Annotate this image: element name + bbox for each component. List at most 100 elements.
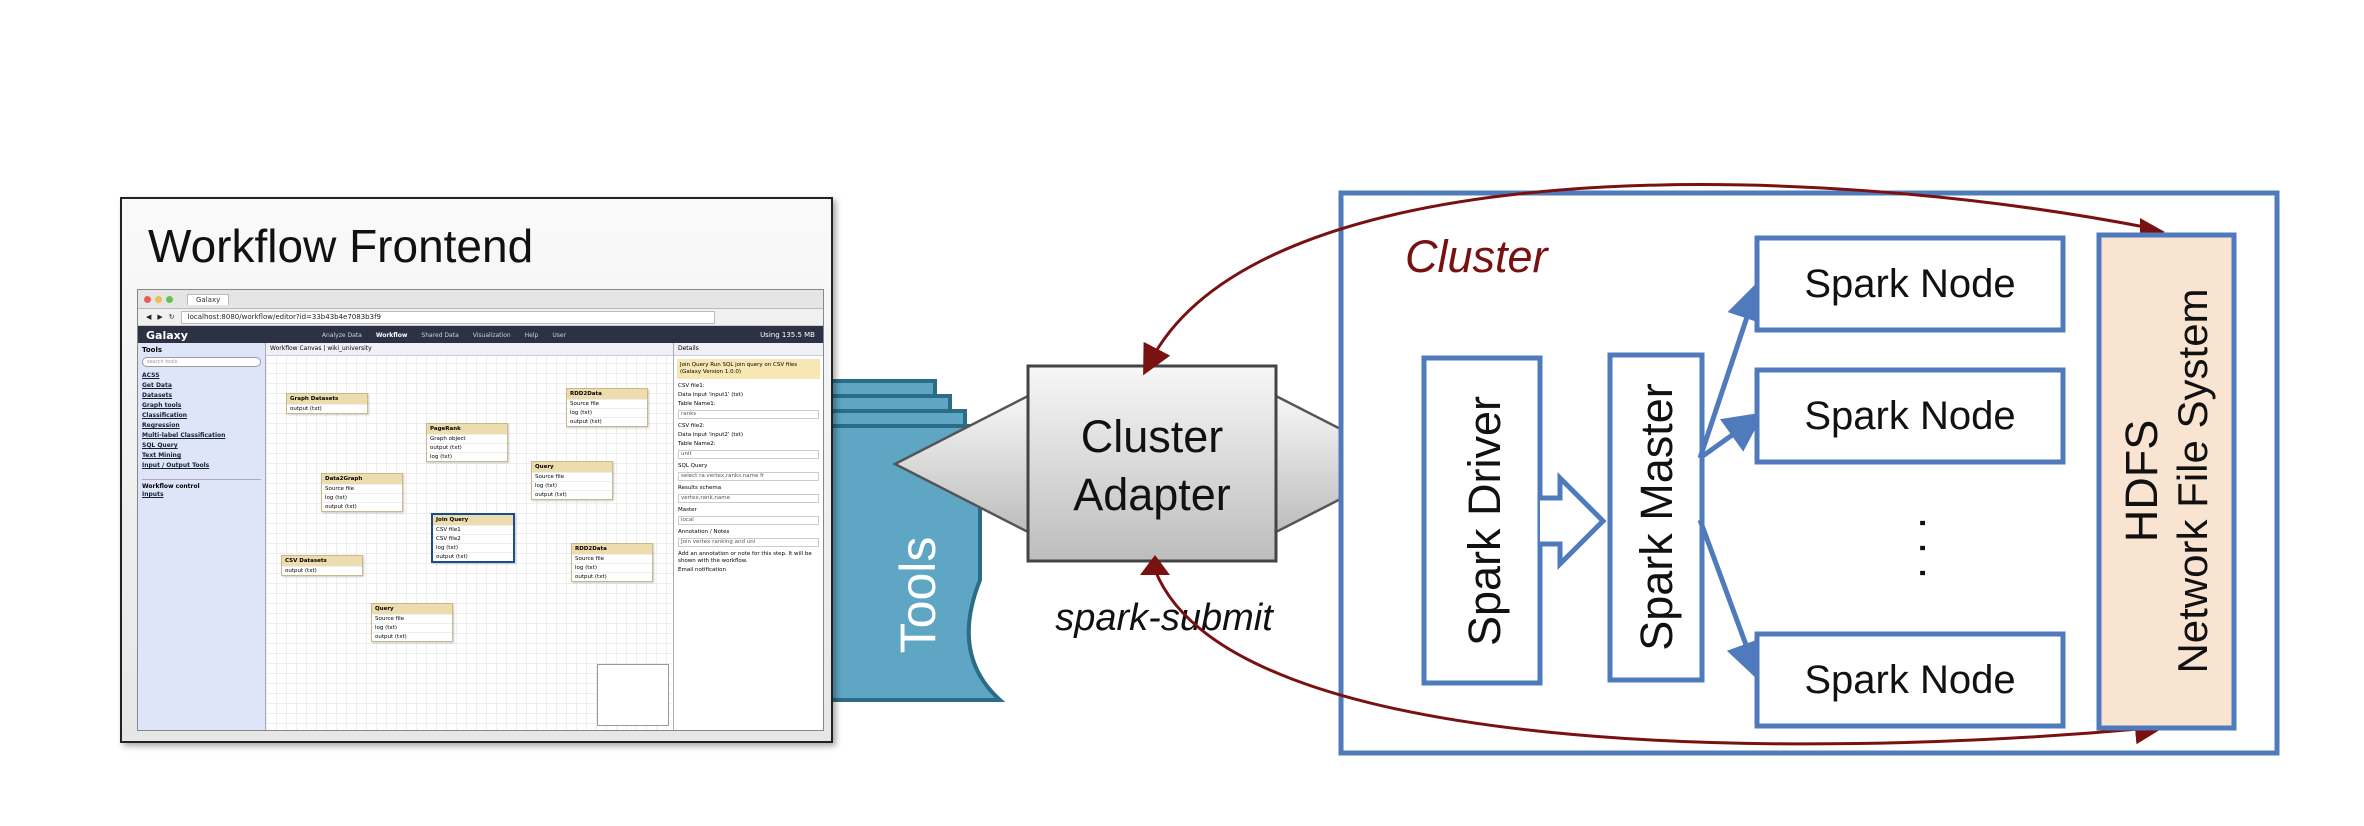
workflow-node[interactable]: Query Source file log (txt) output (txt) <box>531 461 613 500</box>
galaxy-logo[interactable]: Galaxy <box>146 328 188 342</box>
node-title: PageRank <box>427 424 507 434</box>
annotation-input[interactable]: Join vertex ranking and uni <box>678 538 819 547</box>
menu-workflow[interactable]: Workflow <box>375 331 408 339</box>
master-to-node1-arrow <box>1697 280 1766 459</box>
workflow-node[interactable]: Query Source file log (txt) output (txt) <box>371 603 453 642</box>
hdfs-box <box>2096 232 2237 731</box>
spark-driver-box <box>1421 355 1543 686</box>
spark-master-box <box>1607 352 1705 683</box>
master-to-node2-arrow <box>1698 412 1765 461</box>
menu-analyze[interactable]: Analyze Data <box>321 331 362 339</box>
node-port: log (txt) <box>532 481 612 490</box>
workflow-node[interactable]: RDD2Data Source file log (txt) output (t… <box>571 543 653 582</box>
spark-node-3-label: Spark Node <box>1804 658 2015 702</box>
node-port: Graph object <box>427 434 507 443</box>
menu-visualization[interactable]: Visualization <box>472 331 511 339</box>
node-title: RDD2Data <box>567 389 647 399</box>
node-port: Source file <box>572 554 652 563</box>
cluster-adapter-box <box>1026 364 1278 563</box>
tool-link[interactable]: Graph tools <box>142 402 182 409</box>
field-label: SQL Query <box>678 463 708 469</box>
node-port: output (txt) <box>572 572 652 581</box>
workflow-canvas[interactable]: Workflow Canvas | wiki_university Graph … <box>266 343 673 730</box>
node-port: Source file <box>532 472 612 481</box>
forward-icon[interactable]: ▶ <box>157 313 163 321</box>
tool-link[interactable]: Datasets <box>142 392 173 399</box>
minimize-dot-icon[interactable] <box>155 295 162 303</box>
node-title: Query <box>532 462 612 472</box>
field-input[interactable]: vertex,rank,name <box>678 494 819 503</box>
field-input[interactable]: ranks <box>678 410 819 419</box>
field-value: Data input 'input2' (txt) <box>678 432 744 438</box>
canvas-minimap[interactable] <box>597 664 669 726</box>
ellipsis: . . . <box>1884 517 1935 580</box>
hdfs-to-submit-arrowhead <box>1140 555 1170 575</box>
address-bar: ◀ ▶ ↻ localhost:8080/workflow/editor?id=… <box>138 309 823 326</box>
menu-help[interactable]: Help <box>524 331 539 339</box>
tool-link[interactable]: ACSS <box>142 372 160 379</box>
field-input[interactable]: unit <box>678 450 819 459</box>
node-port: output (txt) <box>372 632 452 641</box>
tool-link[interactable]: Regression <box>142 422 180 429</box>
master-to-node3-arrow <box>1697 519 1765 682</box>
field-label: Table Name1: <box>678 401 716 407</box>
tools-panel: Tools search tools ACSS Get Data Dataset… <box>138 343 266 730</box>
spark-node-1 <box>1754 235 2066 333</box>
close-dot-icon[interactable] <box>144 295 151 303</box>
node-title: CSV Datasets <box>282 556 362 566</box>
workflow-node[interactable]: RDD2Data Source file log (txt) output (t… <box>566 388 648 427</box>
tool-search-input[interactable]: search tools <box>142 357 261 367</box>
node-title: Query <box>372 604 452 614</box>
node-port: output (txt) <box>287 404 367 413</box>
spark-node-3 <box>1754 631 2066 729</box>
workflow-node[interactable]: Graph Datasets output (txt) <box>286 393 368 414</box>
workflow-node[interactable]: PageRank Graph object output (txt) log (… <box>426 423 508 462</box>
tool-link[interactable]: Classification <box>142 412 188 419</box>
field-label: CSV file1: <box>678 383 705 389</box>
menu-user[interactable]: User <box>552 331 567 339</box>
field-input[interactable]: local <box>678 516 819 525</box>
workflow-node[interactable]: CSV Datasets output (txt) <box>281 555 363 576</box>
url-field[interactable]: localhost:8080/workflow/editor?id=33b43b… <box>180 310 715 324</box>
node-port: log (txt) <box>372 623 452 632</box>
browser-tab[interactable]: Galaxy <box>187 293 230 305</box>
tool-link[interactable]: Get Data <box>142 382 172 389</box>
hdfs-line1: HDFS <box>2116 420 2167 543</box>
adapter-line2: Adapter <box>1073 469 1231 520</box>
menu-shared-data[interactable]: Shared Data <box>421 331 459 339</box>
hdfs-to-adapter-arrow <box>1143 183 2151 376</box>
tool-link[interactable]: SQL Query <box>142 442 178 449</box>
spark-driver-label: Spark Driver <box>1459 396 1510 646</box>
field-input[interactable]: select ra.vertex,ranks.name fr <box>678 472 819 481</box>
galaxy-masthead: Galaxy Analyze Data Workflow Shared Data… <box>138 326 823 344</box>
inputs-link[interactable]: Inputs <box>142 491 164 498</box>
spark-node-2-label: Spark Node <box>1804 394 2015 438</box>
maximize-dot-icon[interactable] <box>166 295 173 303</box>
back-icon[interactable]: ◀ <box>146 313 152 321</box>
workflow-frontend-panel: Workflow Frontend Galaxy ◀ ▶ ↻ localhost… <box>120 197 833 743</box>
tool-link[interactable]: Text Mining <box>142 452 182 459</box>
node-port: log (txt) <box>322 493 402 502</box>
browser-window: Galaxy ◀ ▶ ↻ localhost:8080/workflow/edi… <box>137 289 824 731</box>
node-port: output (txt) <box>433 552 513 561</box>
spark-node-1-label: Spark Node <box>1804 262 2015 306</box>
node-port: Source file <box>322 484 402 493</box>
node-port: log (txt) <box>567 408 647 417</box>
node-title: Join Query <box>433 515 513 525</box>
node-port: Source file <box>567 399 647 408</box>
node-port: log (txt) <box>427 452 507 461</box>
tool-link[interactable]: Input / Output Tools <box>142 462 210 469</box>
annotation-label: Annotation / Notes <box>678 529 730 535</box>
node-port: output (txt) <box>427 443 507 452</box>
workflow-node-selected[interactable]: Join Query CSV file1 CSV file2 log (txt)… <box>431 513 515 563</box>
adapter-line1: Cluster <box>1081 411 1224 462</box>
reload-icon[interactable]: ↻ <box>168 313 175 321</box>
frontend-title: Workflow Frontend <box>148 220 534 272</box>
node-title: Data2Graph <box>322 474 402 484</box>
tool-link[interactable]: Multi-label Classification <box>142 432 226 439</box>
galaxy-body: Tools search tools ACSS Get Data Dataset… <box>138 343 823 730</box>
node-title: RDD2Data <box>572 544 652 554</box>
workflow-node[interactable]: Data2Graph Source file log (txt) output … <box>321 473 403 512</box>
node-port: log (txt) <box>433 543 513 552</box>
details-panel: Details Join Query Run SQL join query on… <box>673 343 823 730</box>
